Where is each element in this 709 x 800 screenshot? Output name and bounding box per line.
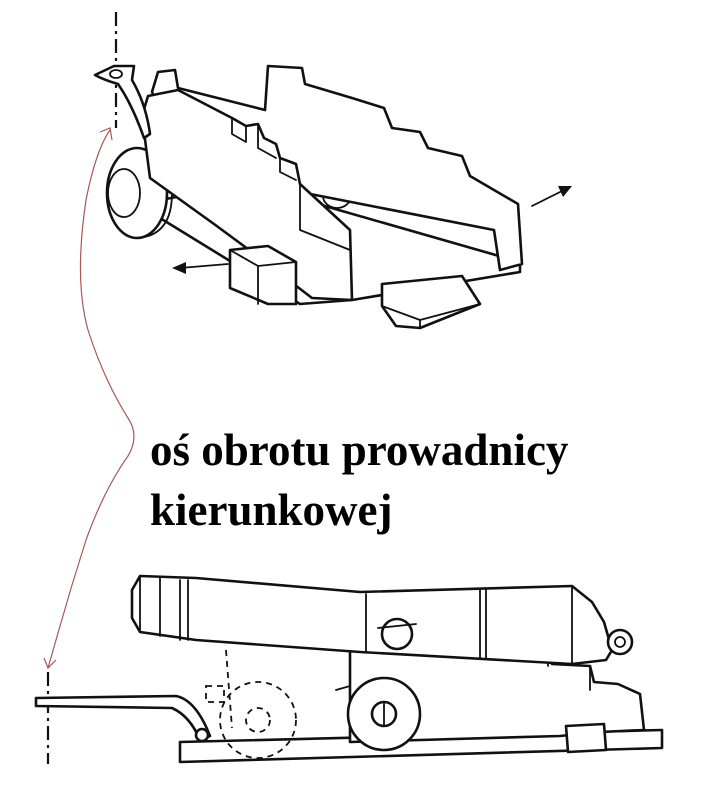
alternate-chock-position — [205, 685, 225, 703]
rear-chock-edges — [381, 303, 481, 329]
axis-pointer-line — [47, 129, 135, 669]
alternate-wheel-hub — [245, 707, 271, 733]
guide-lever — [93, 64, 152, 140]
arrow-right-movement — [531, 186, 572, 207]
front-wheel-hub — [107, 168, 141, 218]
guide-lever-pivot — [109, 69, 123, 79]
arrow-left-movement — [172, 262, 229, 274]
axis-pointer-arrow-bottom — [43, 657, 57, 670]
front-chock — [228, 244, 298, 306]
caption-line-1: oś obrotu prowadnicy — [150, 425, 569, 475]
guide-lever-pin — [194, 727, 210, 743]
barrel-trunnion — [380, 617, 414, 651]
caption-line-2: kierunkowej — [150, 485, 393, 535]
near-cheek-steps — [231, 117, 297, 181]
alternate-wheel-position — [219, 681, 297, 759]
rear-chock-side — [564, 722, 608, 754]
barrel-cascabel — [606, 628, 634, 656]
rear-chock — [380, 274, 482, 330]
front-chock-edges — [229, 249, 297, 305]
cannon-side-view — [34, 574, 664, 764]
guide-lever-side — [34, 694, 212, 742]
alternate-lever-position — [225, 649, 233, 729]
carriage-perspective-view — [93, 12, 572, 330]
axis-caption: oś obrotu prowadnicy kierunkowej — [150, 420, 700, 540]
barrel-reinforce-rings — [139, 575, 573, 665]
trunnion-cap — [377, 623, 417, 629]
axis-pointer-arrow-top — [99, 127, 113, 141]
near-cheek-edge — [299, 183, 351, 251]
cascabel-knob — [614, 636, 626, 648]
cannon-barrel — [130, 574, 614, 666]
